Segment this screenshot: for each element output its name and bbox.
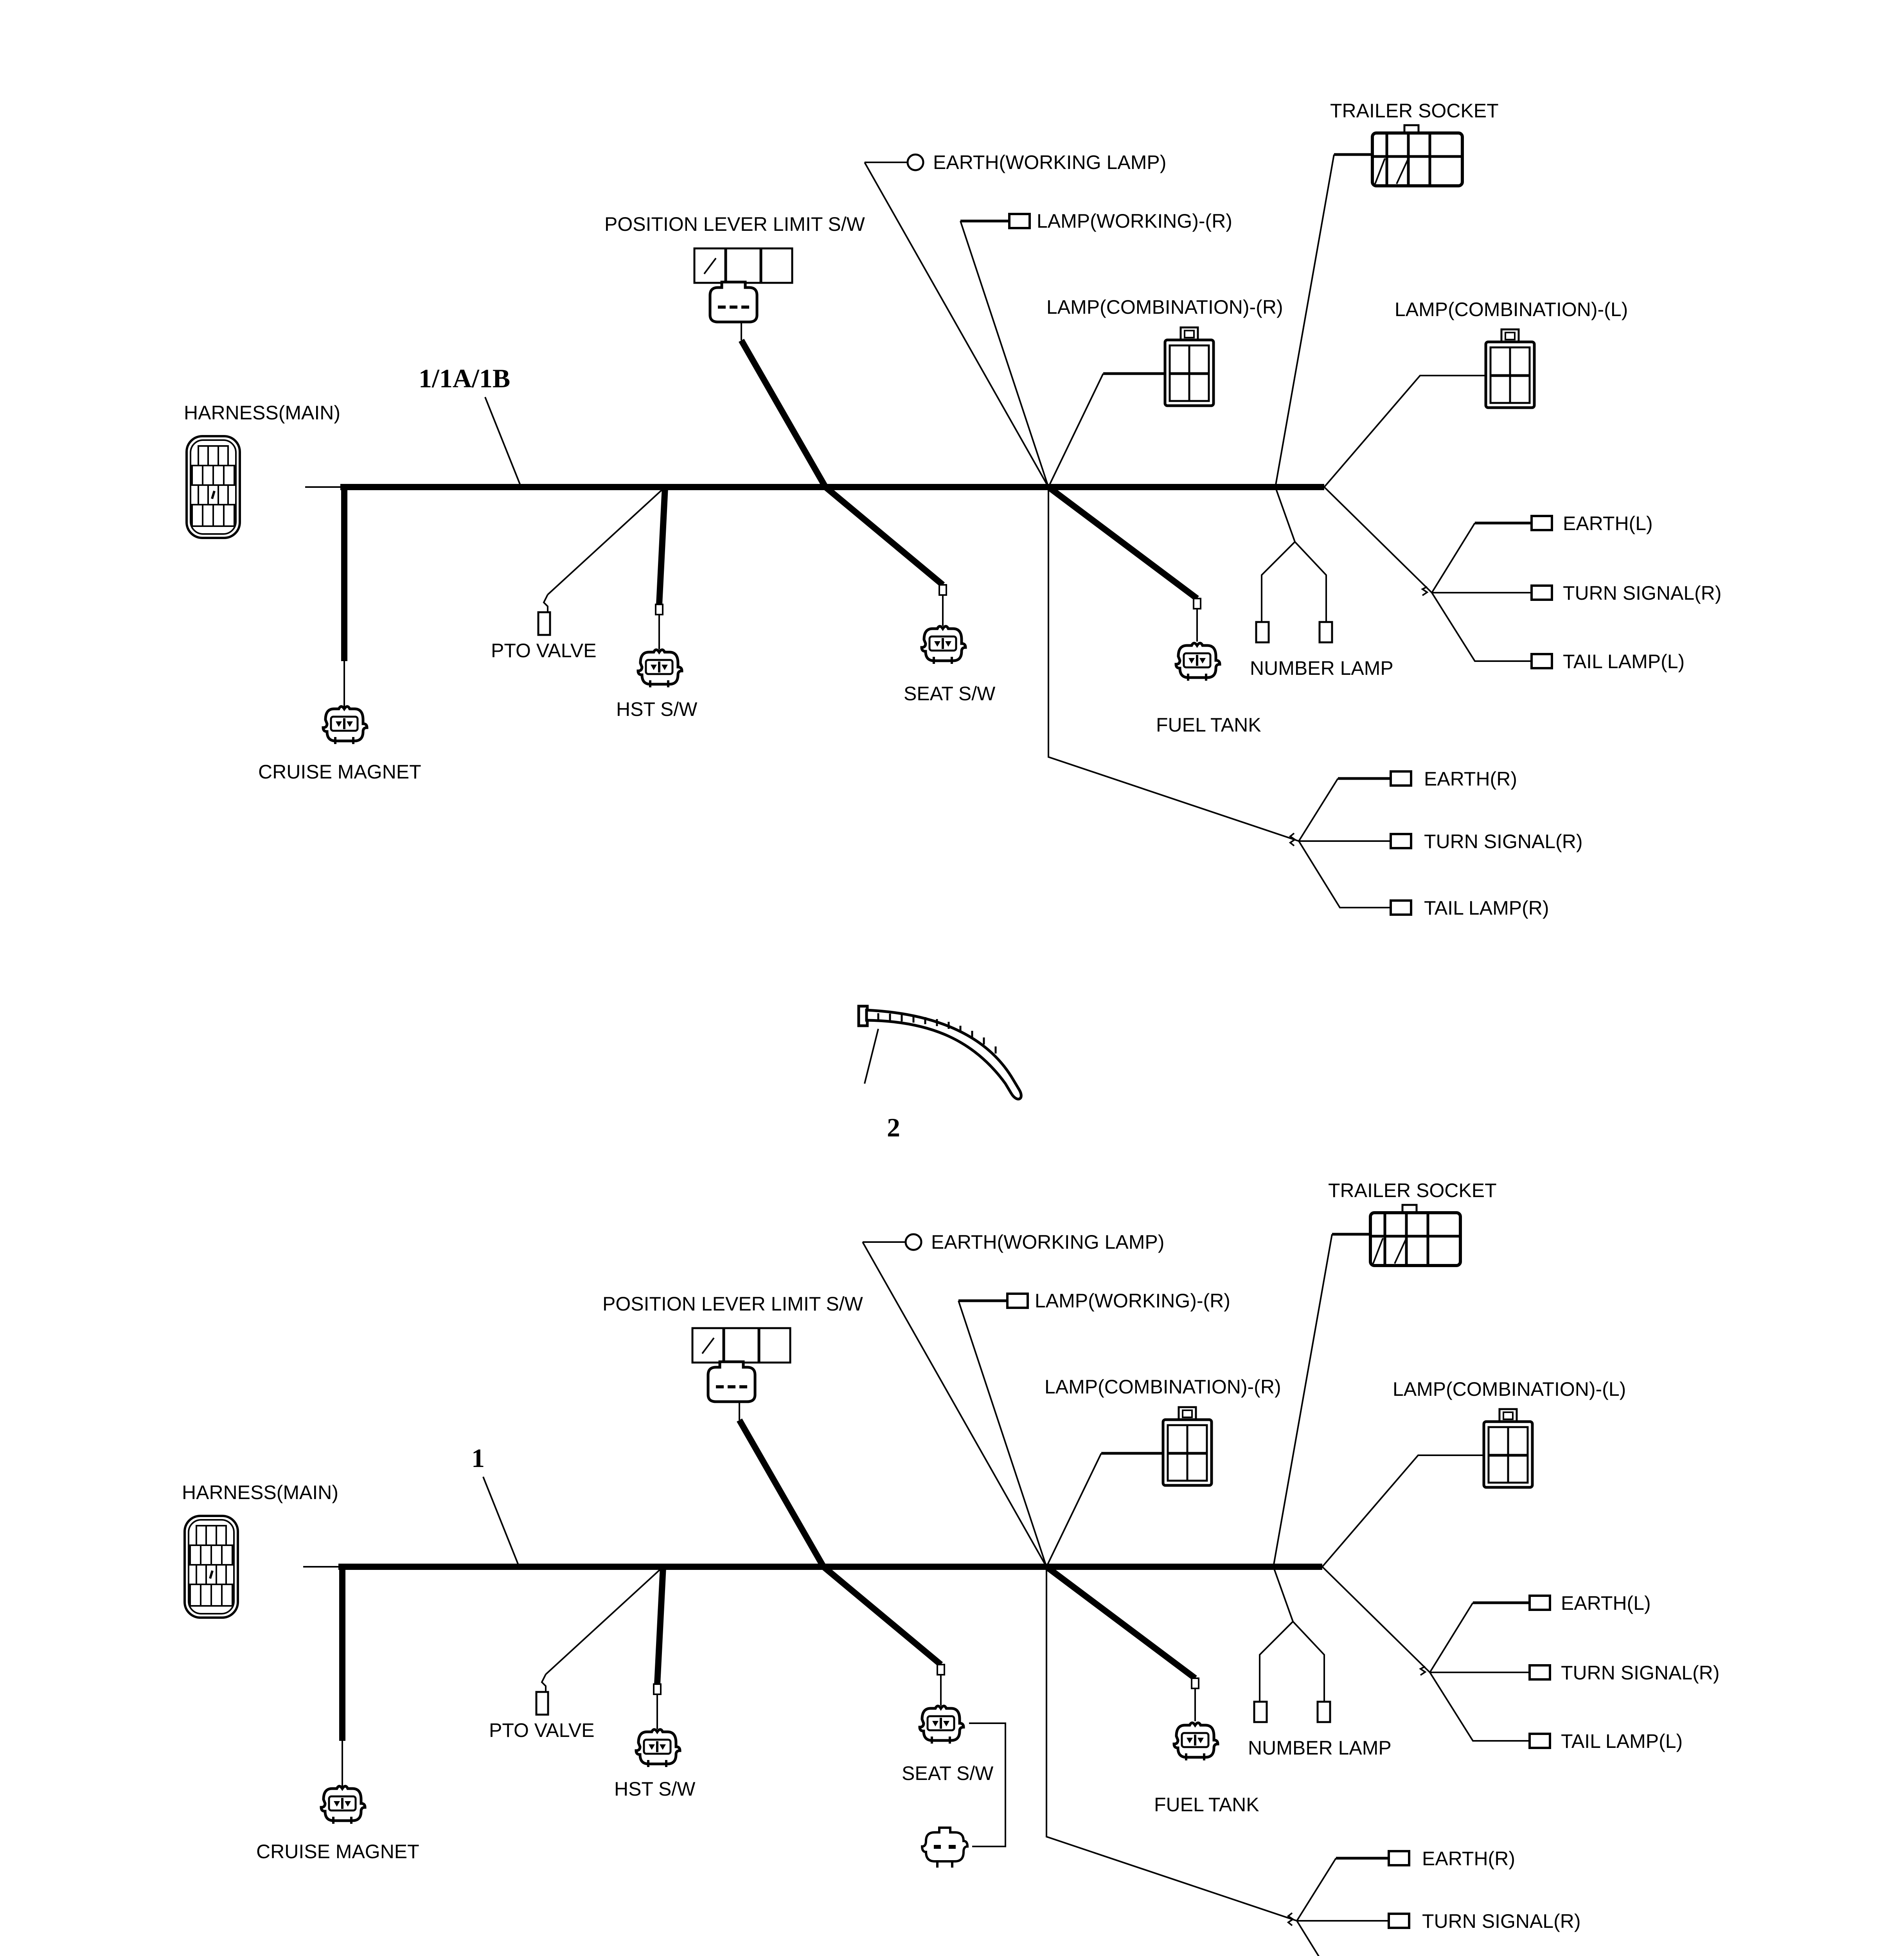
label-earth-r: EARTH(R) bbox=[1422, 1848, 1515, 1870]
pto-valve-terminal bbox=[537, 611, 551, 636]
wire-hst-sw bbox=[656, 487, 668, 605]
wire-lamp-working-r bbox=[960, 221, 1049, 487]
turn-signal-r-terminal bbox=[1391, 834, 1411, 848]
wire-lamp-combination-r bbox=[1048, 373, 1104, 487]
leader-line bbox=[484, 397, 521, 485]
seat-sw-connector bbox=[922, 626, 965, 664]
number-lamp-terminal-left bbox=[1253, 1701, 1268, 1723]
lamp-working-r-terminal bbox=[1007, 1294, 1028, 1308]
part-ref-label: 1 bbox=[471, 1443, 485, 1473]
wire-pto-valve bbox=[547, 486, 666, 595]
label-cruise-magnet: CRUISE MAGNET bbox=[258, 761, 421, 783]
harness-main-connector bbox=[183, 1515, 239, 1619]
fuel-tank-connector bbox=[1174, 1723, 1218, 1760]
label-earth-l: EARTH(L) bbox=[1563, 512, 1653, 534]
wire-lamp-combination-l bbox=[1323, 375, 1492, 488]
label-lamp-combination-l: LAMP(COMBINATION)-(L) bbox=[1395, 298, 1628, 320]
seat-sw-jumper-connector bbox=[921, 1827, 969, 1868]
fuel-tank-connector bbox=[1176, 643, 1220, 681]
label-seat-sw: SEAT S/W bbox=[902, 1762, 994, 1784]
lamp-combination-l-connector bbox=[1484, 1409, 1532, 1487]
cable-tie-part: 2 bbox=[857, 1005, 1023, 1142]
wire-rear-left-branch bbox=[1323, 486, 1433, 593]
leader-line-part-2 bbox=[864, 1028, 879, 1084]
label-lamp-combination-r: LAMP(COMBINATION)-(R) bbox=[1046, 296, 1283, 318]
wire-fuel-tank bbox=[1046, 484, 1199, 601]
hst-sw-connector bbox=[636, 1729, 680, 1767]
label-position-lever-limit-sw: POSITION LEVER LIMIT S/W bbox=[604, 213, 865, 235]
trailer-socket-connector bbox=[1369, 1204, 1462, 1267]
harness-diagram-lower: HARNESS(MAIN) 1 CRUISE MAGNET PTO VALVE … bbox=[182, 1179, 1720, 1956]
label-harness-main: HARNESS(MAIN) bbox=[182, 1481, 338, 1503]
wire-trailer-socket bbox=[1275, 154, 1335, 487]
part-ref-label: 1/1A/1B bbox=[419, 363, 510, 393]
label-turn-signal-left-group: TURN SIGNAL(R) bbox=[1561, 1662, 1720, 1684]
label-lamp-working-r: LAMP(WORKING)-(R) bbox=[1035, 1290, 1230, 1312]
number-lamp-terminal-left bbox=[1255, 621, 1270, 644]
label-tail-lamp-r: TAIL LAMP(R) bbox=[1424, 897, 1549, 919]
label-fuel-tank: FUEL TANK bbox=[1154, 1794, 1259, 1816]
wire-earth-working-lamp bbox=[864, 162, 1049, 487]
earth-working-lamp-ring bbox=[906, 153, 924, 171]
wire-number-lamp bbox=[1275, 487, 1296, 542]
trailer-socket-connector bbox=[1371, 124, 1464, 187]
tail-lamp-r-terminal bbox=[1391, 901, 1411, 915]
lamp-combination-r-connector bbox=[1163, 1407, 1212, 1485]
label-trailer-socket: TRAILER SOCKET bbox=[1328, 1179, 1497, 1201]
label-lamp-working-r: LAMP(WORKING)-(R) bbox=[1037, 210, 1232, 232]
part-ref-label-2: 2 bbox=[887, 1113, 900, 1142]
label-number-lamp: NUMBER LAMP bbox=[1250, 657, 1393, 679]
cruise-magnet-connector bbox=[321, 1786, 365, 1824]
label-seat-sw: SEAT S/W bbox=[904, 683, 996, 705]
wire-seat-sw-jumper bbox=[969, 1722, 1006, 1847]
label-hst-sw: HST S/W bbox=[616, 698, 698, 720]
turn-signal-r-terminal bbox=[1389, 1914, 1409, 1928]
lamp-combination-r-connector bbox=[1165, 327, 1214, 406]
label-pto-valve: PTO VALVE bbox=[491, 640, 597, 662]
earth-l-terminal bbox=[1532, 516, 1552, 530]
label-earth-working-lamp: EARTH(WORKING LAMP) bbox=[933, 151, 1166, 173]
earth-working-lamp-ring bbox=[904, 1233, 922, 1251]
label-fuel-tank: FUEL TANK bbox=[1156, 714, 1261, 736]
turn-signal-terminal-left-group bbox=[1532, 586, 1552, 600]
label-earth-r: EARTH(R) bbox=[1424, 768, 1517, 790]
seat-sw-connector bbox=[920, 1706, 964, 1744]
number-lamp-terminal-right bbox=[1316, 1701, 1331, 1723]
harness-diagram-upper: HARNESS(MAIN) 1/1A/1B CRUISE MAGNET PTO … bbox=[184, 100, 1722, 919]
label-turn-signal-left-group: TURN SIGNAL(R) bbox=[1563, 582, 1722, 604]
turn-signal-terminal-left-group bbox=[1530, 1665, 1550, 1679]
hst-sw-connector bbox=[638, 650, 682, 687]
label-tail-lamp-l: TAIL LAMP(L) bbox=[1561, 1730, 1683, 1752]
pto-valve-terminal bbox=[535, 1691, 549, 1716]
label-trailer-socket: TRAILER SOCKET bbox=[1330, 100, 1499, 122]
wire-rear-right-branch bbox=[1048, 487, 1299, 842]
earth-r-terminal bbox=[1389, 1851, 1409, 1865]
label-pto-valve: PTO VALVE bbox=[489, 1719, 595, 1741]
tail-lamp-l-terminal bbox=[1532, 654, 1552, 668]
label-number-lamp: NUMBER LAMP bbox=[1248, 1737, 1392, 1759]
label-lamp-combination-l: LAMP(COMBINATION)-(L) bbox=[1393, 1378, 1626, 1400]
label-tail-lamp-l: TAIL LAMP(L) bbox=[1563, 651, 1685, 672]
lamp-combination-l-connector bbox=[1486, 329, 1534, 408]
label-earth-working-lamp: EARTH(WORKING LAMP) bbox=[931, 1231, 1164, 1253]
cruise-magnet-connector bbox=[323, 707, 367, 744]
label-hst-sw: HST S/W bbox=[614, 1778, 696, 1800]
label-lamp-combination-r: LAMP(COMBINATION)-(R) bbox=[1045, 1376, 1281, 1398]
label-harness-main: HARNESS(MAIN) bbox=[184, 402, 340, 424]
label-position-lever-limit-sw: POSITION LEVER LIMIT S/W bbox=[602, 1293, 863, 1315]
wire-seat-sw bbox=[823, 484, 945, 588]
label-earth-l: EARTH(L) bbox=[1561, 1592, 1651, 1614]
position-lever-limit-sw-connector bbox=[693, 247, 793, 324]
position-lever-limit-sw-connector bbox=[691, 1327, 791, 1403]
harness-main-connector bbox=[185, 435, 241, 539]
lamp-working-r-terminal bbox=[1009, 214, 1030, 228]
earth-r-terminal bbox=[1391, 771, 1411, 786]
label-turn-signal-r: TURN SIGNAL(R) bbox=[1422, 1910, 1581, 1932]
earth-l-terminal bbox=[1530, 1596, 1550, 1610]
wire-position-lever-limit-sw bbox=[739, 339, 828, 489]
number-lamp-terminal-right bbox=[1318, 621, 1333, 644]
label-turn-signal-r: TURN SIGNAL(R) bbox=[1424, 831, 1583, 852]
tail-lamp-l-terminal bbox=[1530, 1734, 1550, 1748]
label-cruise-magnet: CRUISE MAGNET bbox=[256, 1841, 419, 1863]
